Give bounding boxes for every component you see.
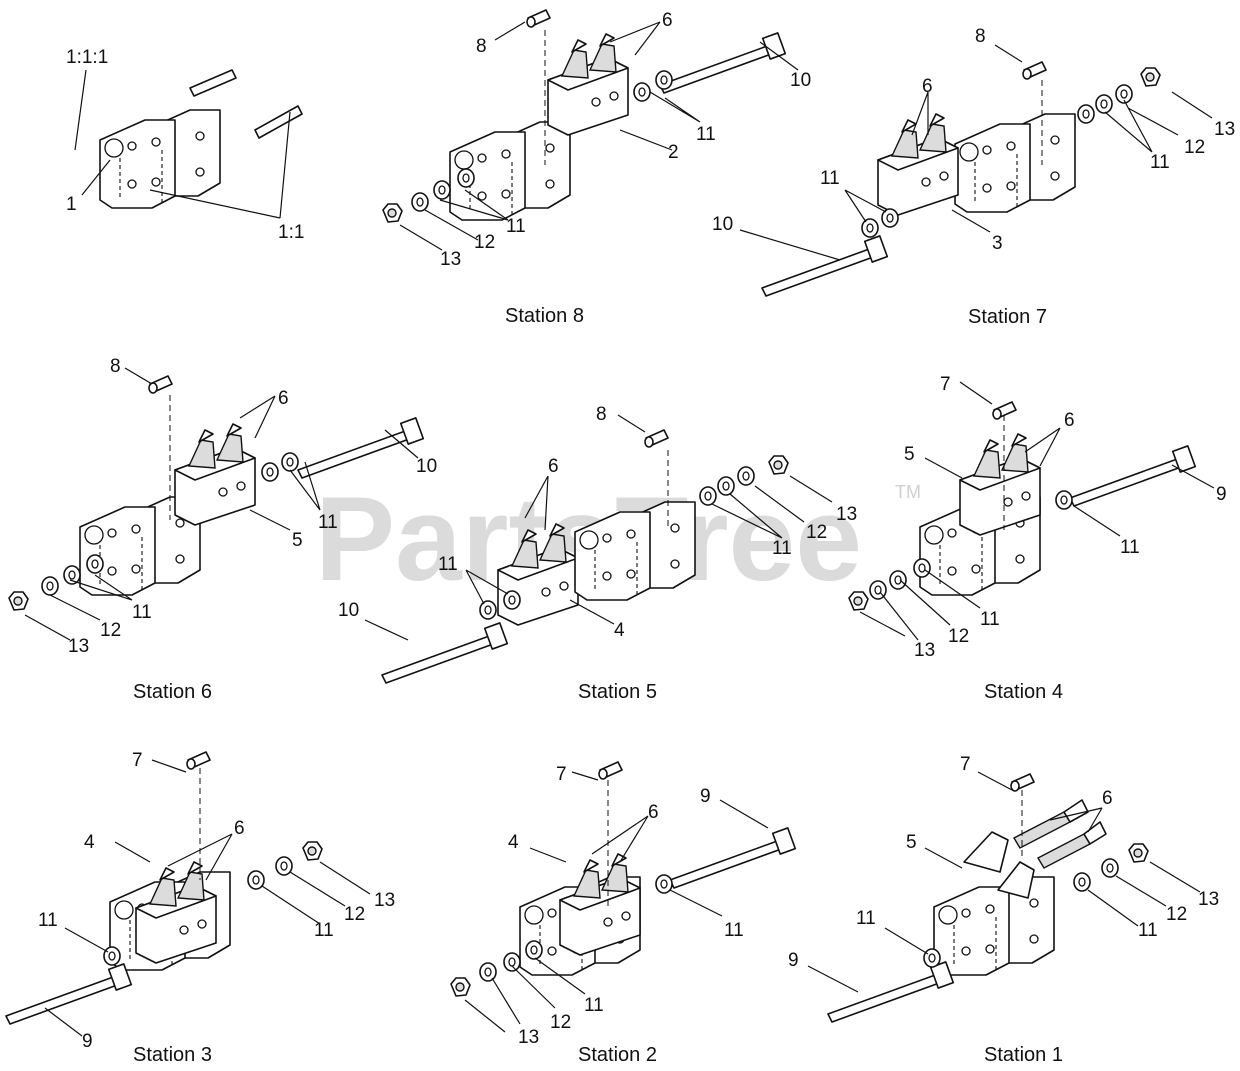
callout-s5-11b: 11 (772, 538, 792, 559)
callout-detail-c: 1:1 (278, 222, 304, 243)
callout-s4-5: 5 (904, 444, 915, 465)
station-1-caption: Station 1 (984, 1044, 1063, 1066)
callout-s8-13: 13 (440, 249, 461, 270)
callout-s8-12: 12 (474, 232, 495, 253)
callout-s7-11b: 11 (1150, 152, 1170, 173)
callout-s6-11b: 11 (132, 602, 152, 623)
station-6-caption: Station 6 (133, 681, 212, 703)
station-4-assembly: 7 6 5 9 11 11 12 13 Station 4 (848, 374, 1227, 703)
callout-s6-11a: 11 (318, 512, 338, 533)
station-1-assembly: 7 6 5 13 12 11 11 9 Station 1 (788, 754, 1219, 1066)
callout-s6-6: 6 (278, 388, 289, 409)
station-8-assembly: 8 6 10 11 2 11 12 13 Station 8 (382, 9, 811, 327)
callout-s4-11b: 11 (980, 609, 1000, 630)
callout-s7-13: 13 (1214, 119, 1235, 140)
callout-s3-4: 4 (84, 832, 95, 853)
callout-s8-2: 2 (668, 142, 679, 163)
station-8-caption: Station 8 (505, 305, 584, 327)
callout-s3-7: 7 (132, 750, 143, 771)
callout-s5-11a: 11 (438, 554, 458, 575)
callout-s6-10: 10 (416, 456, 437, 477)
callout-s7-10: 10 (712, 214, 733, 235)
callout-s6-8: 8 (110, 356, 121, 377)
callout-s3-11b: 11 (38, 910, 58, 931)
callout-s3-12: 12 (344, 904, 365, 925)
callout-s1-9: 9 (788, 950, 799, 971)
callout-s7-6: 6 (922, 76, 933, 97)
callout-s8-6: 6 (662, 10, 673, 31)
callout-s6-13: 13 (68, 636, 89, 657)
station-6-assembly: 8 6 10 11 5 11 12 13 Station 6 (8, 356, 437, 703)
callout-s4-6: 6 (1064, 410, 1075, 431)
callout-s3-6: 6 (234, 818, 245, 839)
callout-s7-8: 8 (975, 26, 986, 47)
detail-view: 1:1:1 1 1:1 (66, 47, 304, 243)
callout-s8-11a: 11 (696, 124, 716, 145)
callout-s1-7: 7 (960, 754, 971, 775)
callout-s2-12: 12 (550, 1012, 571, 1033)
callout-s2-11a: 11 (724, 920, 744, 941)
callout-s6-12: 12 (100, 620, 121, 641)
station-7-assembly: 8 6 11 12 13 11 3 10 Station 7 (712, 26, 1235, 328)
station-2-assembly: 7 6 4 9 11 11 12 13 Station 2 (450, 761, 797, 1066)
station-4-caption: Station 4 (984, 681, 1063, 703)
callout-s7-3: 3 (992, 233, 1003, 254)
station-2-caption: Station 2 (578, 1044, 657, 1066)
callout-s8-8: 8 (476, 36, 487, 57)
callout-s5-10: 10 (338, 600, 359, 621)
callout-s5-12: 12 (806, 522, 827, 543)
callout-s5-4: 4 (614, 620, 625, 641)
callout-s1-13: 13 (1198, 889, 1219, 910)
callout-s2-4: 4 (508, 832, 519, 853)
station-3-assembly: 7 6 4 13 12 11 11 9 Station 3 (5, 750, 395, 1066)
callout-s4-9: 9 (1216, 484, 1227, 505)
callout-s8-10: 10 (790, 70, 811, 91)
callout-s7-11a: 11 (820, 168, 840, 189)
callout-s1-11a: 11 (1138, 920, 1158, 941)
callout-s3-9: 9 (82, 1031, 93, 1052)
callout-s5-8: 8 (596, 404, 607, 425)
callout-s4-7: 7 (940, 374, 951, 395)
callout-s8-11b: 11 (506, 216, 526, 237)
callout-s6-5: 5 (292, 530, 303, 551)
callout-s1-6: 6 (1102, 788, 1113, 809)
callout-s5-13: 13 (836, 504, 857, 525)
station-5-assembly: 8 6 11 4 10 13 12 11 Station 5 (338, 404, 857, 703)
station-7-caption: Station 7 (968, 306, 1047, 328)
callout-s4-12: 12 (948, 626, 969, 647)
callout-s5-6: 6 (548, 456, 559, 477)
callout-s2-13: 13 (518, 1027, 539, 1048)
station-3-caption: Station 3 (133, 1044, 212, 1066)
watermark-trademark: TM (895, 482, 921, 502)
callout-s1-12: 12 (1166, 904, 1187, 925)
callout-s1-11b: 11 (856, 908, 876, 929)
callout-s4-13: 13 (914, 640, 935, 661)
callout-detail-a: 1:1:1 (66, 47, 108, 68)
callout-s2-6: 6 (648, 802, 659, 823)
callout-s3-11a: 11 (314, 920, 334, 941)
callout-s1-5: 5 (906, 832, 917, 853)
callout-s2-9: 9 (700, 786, 711, 807)
callout-s2-11b: 11 (584, 995, 604, 1016)
callout-s7-12: 12 (1184, 137, 1205, 158)
callout-s3-13: 13 (374, 890, 395, 911)
station-5-caption: Station 5 (578, 681, 657, 703)
callout-s4-11a: 11 (1120, 537, 1140, 558)
callout-s2-7: 7 (556, 764, 567, 785)
callout-detail-b: 1 (66, 194, 77, 215)
